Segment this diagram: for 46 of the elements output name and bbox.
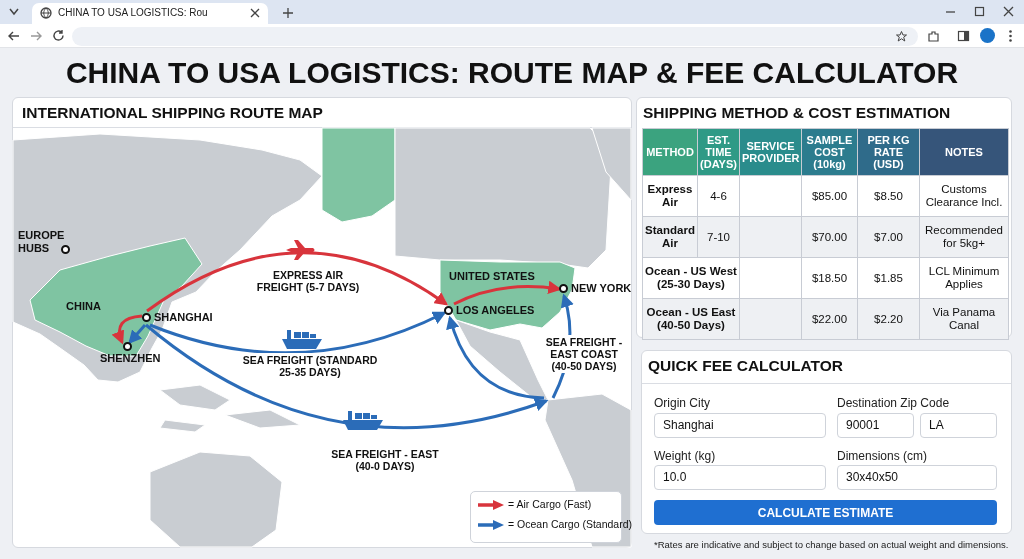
table-cell: Express Air: [642, 175, 698, 217]
input-field: 30x40x50: [837, 465, 997, 490]
input-field: 90001: [837, 413, 914, 438]
table-cell: $2.20: [857, 298, 920, 340]
table-cell: $22.00: [801, 298, 858, 340]
table-cell: Ocean - US East (40-50 Days): [642, 298, 740, 340]
table-cell: $7.00: [857, 216, 920, 258]
table-cell: 4-6: [697, 175, 740, 217]
table-cell: $70.00: [801, 216, 858, 258]
footnote: *Rates are indicative and subject to change based on actual weight and dimensions.: [654, 539, 1009, 550]
input-field: Shanghai: [654, 413, 826, 438]
table-cell: Via Panama Canal: [919, 298, 1009, 340]
country-label: CHINA: [66, 300, 101, 312]
column-header: NOTES: [919, 128, 1009, 176]
legend-text: = Air Cargo (Fast): [508, 498, 592, 510]
table-cell: $18.50: [801, 257, 858, 299]
column-header: EST. TIME (DAYS): [697, 128, 740, 176]
calculate-button: CALCULATE ESTIMATE: [654, 500, 997, 525]
route-label: SEA FREIGHT (STANDARD 25-35 DAYS): [240, 353, 380, 379]
page-title: CHINA TO USA LOGISTICS: ROUTE MAP & FEE CALCULATOR: [64, 55, 960, 91]
table-cell: LCL Minimum Applies: [919, 257, 1009, 299]
column-header: SAMPLE COST (10kg): [801, 128, 858, 176]
field-label: Origin City: [654, 396, 710, 410]
field-label: Destination Zip Code: [837, 396, 950, 410]
route-label: SEA FREIGHT - EAST COAST (40-50 DAYS): [543, 335, 625, 373]
panel-heading: SHIPPING METHOD & COST ESTIMATION: [643, 104, 951, 122]
table-cell: $8.50: [857, 175, 920, 217]
field-label: Dimensions (cm): [837, 449, 927, 463]
tab-title: CHINA TO USA LOGISTICS: Rou: [58, 7, 208, 18]
table-cell: Standard Air: [642, 216, 698, 258]
column-header: METHOD: [642, 128, 698, 176]
table-cell: 7-10: [697, 216, 740, 258]
country-label: UNITED STATES: [449, 270, 535, 282]
column-header: SERVICE PROVIDER: [739, 128, 802, 176]
column-header: PER KG RATE (USD): [857, 128, 920, 176]
field-label: Weight (kg): [654, 449, 716, 463]
panel-heading: QUICK FEE CALCULATOR: [648, 357, 843, 375]
input-field: LA: [920, 413, 997, 438]
legend-text: = Ocean Cargo (Standard): [508, 518, 633, 530]
table-cell: $1.85: [857, 257, 920, 299]
table-cell: $85.00: [801, 175, 858, 217]
table-cell: Ocean - US West (25-30 Days): [642, 257, 740, 299]
panel-heading: INTERNATIONAL SHIPPING ROUTE MAP: [22, 104, 323, 122]
table-cell: Customs Clearance Incl.: [919, 175, 1009, 217]
table-cell: Recommended for 5kg+: [919, 216, 1009, 258]
input-field: 10.0: [654, 465, 826, 490]
